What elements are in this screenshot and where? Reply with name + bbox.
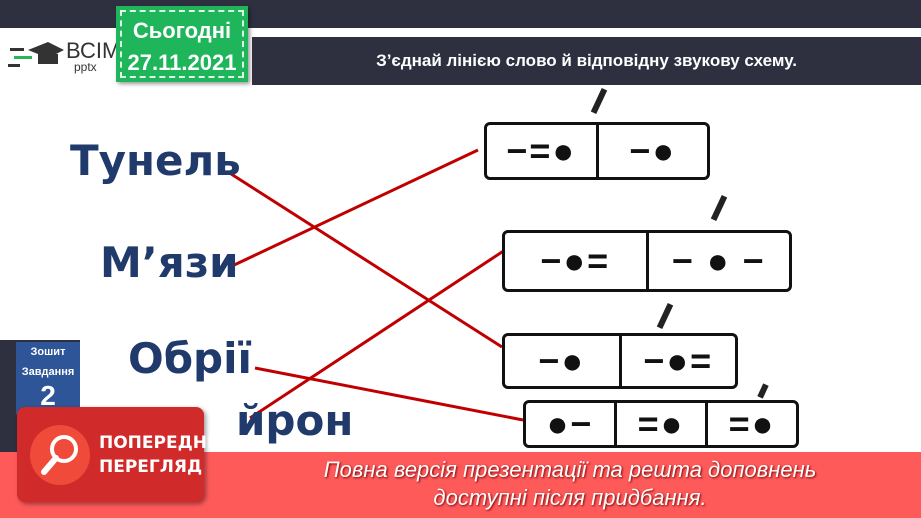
scheme-segment: ●− [526, 403, 617, 445]
notebook-task-badge: Зошит Завдання 2 [16, 342, 80, 414]
line-iron [249, 248, 506, 420]
scheme-segment: −●= [643, 340, 714, 381]
word-1: Тунель [70, 136, 241, 185]
line-tunel [227, 170, 503, 349]
scheme-segment: =● [728, 403, 776, 444]
scheme-2: −●= − ● − [502, 230, 792, 292]
graduation-cap-icon [8, 42, 64, 67]
task-title: З’єднай лінією слово й відповідну звуков… [252, 37, 921, 85]
date-label: Сьогодні [132, 18, 232, 43]
scheme-segment: −●= [505, 233, 649, 289]
date-value: 27.11.2021 [127, 50, 237, 75]
scheme-4: ●− =● =● [523, 400, 799, 448]
logo-sub: pptx [74, 60, 97, 74]
scheme-segment: =● [617, 403, 708, 445]
word-2: М’язи [100, 238, 239, 287]
preview-line-1: ПОПЕРЕДНІЙ [99, 433, 228, 453]
word-3: Обрії [128, 334, 252, 383]
line-obrii [254, 366, 524, 422]
logo: ВСІМ pptx [8, 38, 120, 78]
preview-line-2: ПЕРЕГЛЯД [99, 457, 203, 477]
banner-text: Повна версія презентації та решта доповн… [220, 456, 920, 512]
scheme-1: −=● −● [484, 122, 710, 180]
task-number: 2 [40, 380, 56, 411]
logo-brand: ВСІМ [66, 38, 121, 63]
scheme-segment: −=● [487, 125, 599, 177]
line-miazy [231, 148, 479, 268]
date-badge: Сьогодні 27.11.2021 [116, 6, 248, 82]
magnifier-icon [30, 425, 90, 485]
task-label: Завдання [21, 366, 75, 378]
notebook-label: Зошит [30, 346, 66, 358]
scheme-segment: − ● − [671, 240, 766, 281]
scheme-segment: −● [629, 130, 677, 171]
banner-line-1: Повна версія презентації та решта доповн… [323, 457, 817, 482]
word-4: йрон [236, 396, 354, 445]
banner-line-2: доступні після придбання. [433, 485, 707, 510]
scheme-segment: −● [505, 336, 622, 386]
preview-button[interactable]: ПОПЕРЕДНІЙ ПЕРЕГЛЯД [17, 407, 228, 502]
scheme-3: −● −●= [502, 333, 738, 389]
